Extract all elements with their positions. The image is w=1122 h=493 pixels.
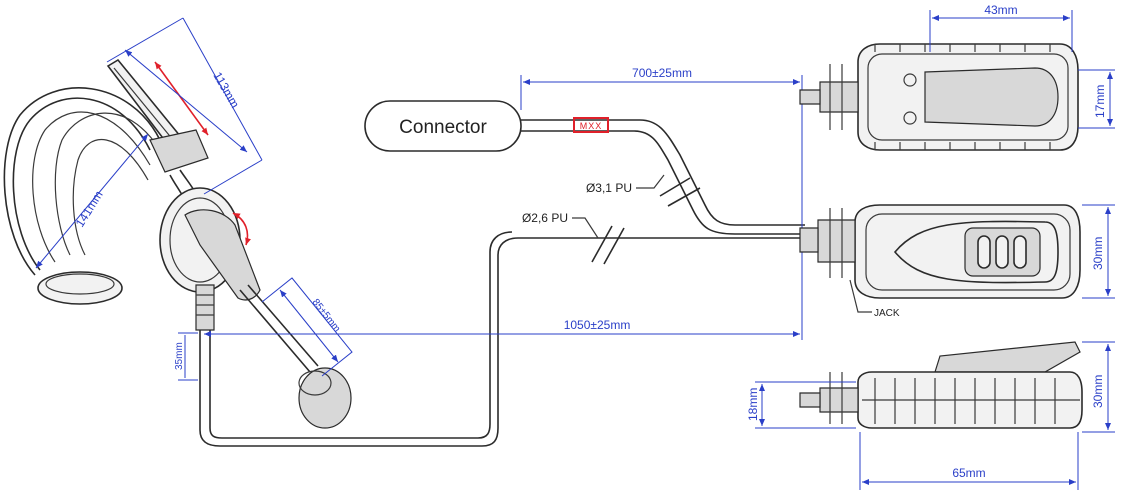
boom-rotate-arrow (232, 212, 251, 246)
boom-dim-label: 85±5mm (310, 297, 343, 334)
headband-outer (12, 97, 151, 271)
boom-pivot (184, 209, 261, 301)
marker-label: MXX (580, 121, 603, 131)
connector-label: Connector (399, 117, 487, 138)
plug-dim-label: 35mm (174, 342, 185, 370)
ptt-side-length: 65mm (952, 466, 985, 480)
ptt-top-width: 43mm (984, 3, 1017, 17)
cable-dimensions: 700±25mm 1050±25mm Ø3,1 PU Ø2,6 PU (204, 66, 803, 340)
lower-cable-spec: Ø2,6 PU (522, 211, 568, 225)
ptt-side-height-right: 30mm (1091, 375, 1105, 408)
ptt-top-height: 17mm (1093, 85, 1107, 118)
headband-dim-label: 113mm (210, 70, 242, 111)
mic-foam (298, 367, 352, 429)
headset-plug (195, 284, 215, 331)
cables (199, 119, 805, 447)
ptt-side-dimensions: 18mm 30mm 65mm (746, 341, 1115, 490)
ptt-front-view: JACK (799, 204, 1081, 319)
ptt-front-height: 30mm (1091, 237, 1105, 270)
upper-cable-length: 700±25mm (632, 66, 692, 80)
ptt-side-height-left: 18mm (746, 388, 760, 421)
side-clip (934, 341, 1081, 373)
ear-pad (37, 271, 123, 305)
connector: Connector MXX (364, 100, 609, 152)
ptt-side-view (799, 341, 1083, 429)
side-dim-label: 141mm (73, 188, 106, 229)
belt-clip (924, 67, 1059, 127)
ptt-front-dimensions: 30mm (1082, 204, 1115, 299)
jack-label: JACK (874, 308, 900, 319)
upper-cable-spec: Ø3,1 PU (586, 181, 632, 195)
marker-sleeve (573, 117, 609, 133)
ptt-top-view (799, 43, 1079, 151)
lower-cable-length: 1050±25mm (564, 318, 631, 332)
connector-box (364, 100, 522, 152)
ptt-top-dimensions: 43mm 17mm (929, 3, 1115, 129)
